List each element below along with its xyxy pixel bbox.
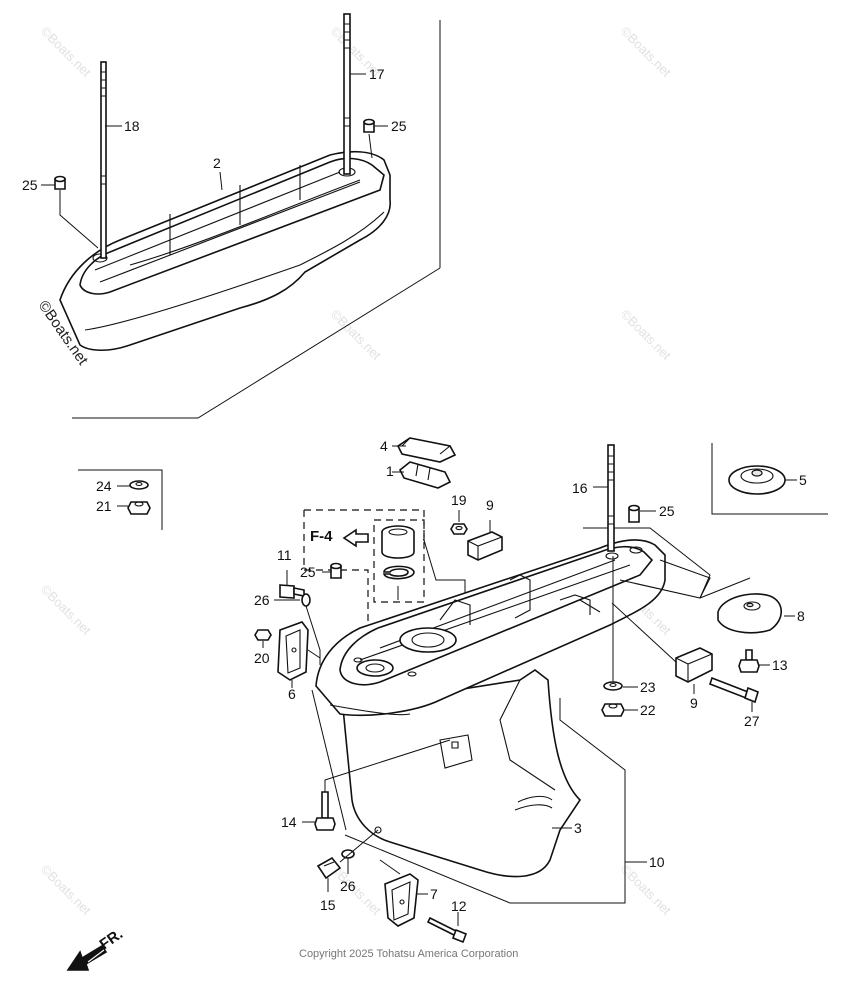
nut-20 — [254, 629, 272, 641]
washer-26 — [301, 593, 311, 607]
callout-19: 19 — [451, 492, 467, 508]
callout-3: 3 — [574, 820, 582, 836]
lower-gear-case-3 — [342, 669, 582, 878]
washer-nut-inset — [78, 469, 163, 530]
callout-12: 12 — [451, 898, 467, 914]
callout-7: 7 — [430, 886, 438, 902]
bolt-27 — [709, 676, 749, 700]
callout-2: 2 — [213, 155, 221, 171]
drain-plug-15 — [316, 856, 342, 880]
callout-22: 22 — [640, 702, 656, 718]
callout-25: 25 — [659, 503, 675, 519]
callout-26: 26 — [340, 878, 356, 894]
callout-10: 10 — [649, 854, 665, 870]
stud-bolt-18 — [100, 61, 107, 259]
callout-4: 4 — [380, 438, 388, 454]
front-arrow-icon — [66, 944, 108, 971]
callout-6: 6 — [288, 686, 296, 702]
callout-24: 24 — [96, 478, 112, 494]
nut-19 — [450, 523, 468, 535]
callout-25: 25 — [300, 564, 316, 580]
nut-22 — [601, 703, 625, 717]
arrow-left-icon — [342, 528, 369, 548]
rubber-mount-1 — [398, 461, 452, 489]
callout-18: 18 — [124, 118, 140, 134]
copyright-text: Copyright 2025 Tohatsu America Corporati… — [299, 948, 518, 960]
callout-21: 21 — [96, 498, 112, 514]
upper-gasket-plate-assembly — [41, 13, 441, 419]
callout-9: 9 — [690, 695, 698, 711]
zinc-anode-inset — [711, 443, 828, 515]
callout-15: 15 — [320, 897, 336, 913]
mount-block-9 — [467, 531, 503, 561]
stud-bolt-17 — [343, 13, 351, 175]
watermark: ©Boats.net — [38, 862, 94, 918]
watermark: ©Boats.net — [618, 307, 674, 363]
callout-9: 9 — [486, 497, 494, 513]
front-direction-indicator: FR. — [66, 925, 126, 971]
bolt-14 — [321, 791, 329, 819]
callout-25: 25 — [22, 177, 38, 193]
callout-17: 17 — [369, 66, 385, 82]
watermark: ©Boats.net — [328, 307, 384, 363]
callout-8: 8 — [797, 608, 805, 624]
watermark: ©Boats.net — [618, 862, 674, 918]
lower-case-assembly — [254, 437, 795, 944]
screw-12 — [426, 916, 460, 938]
stud-bolt-16 — [607, 444, 615, 552]
callout-13: 13 — [772, 657, 788, 673]
mount-block-9 — [675, 647, 713, 683]
callout-23: 23 — [640, 679, 656, 695]
watermark: ©Boats.net — [38, 24, 94, 80]
reference-label: F-4 — [310, 528, 333, 545]
callout-11: 11 — [277, 547, 292, 563]
callout-27: 27 — [744, 713, 760, 729]
callout-25: 25 — [391, 118, 407, 134]
screw-11 — [279, 584, 295, 599]
callout-1: 1 — [386, 463, 394, 479]
bolt-13 — [745, 649, 753, 661]
callout-20: 20 — [254, 650, 270, 666]
callout-14: 14 — [281, 814, 297, 830]
callout-5: 5 — [799, 472, 807, 488]
nut-21 — [127, 501, 151, 515]
trim-tab-8 — [717, 593, 783, 634]
callout-26: 26 — [254, 592, 270, 608]
snap-ring — [382, 565, 415, 580]
watermark: ©Boats.net — [38, 582, 94, 638]
callout-16: 16 — [572, 480, 588, 496]
watermark: ©Boats.net — [618, 24, 674, 80]
